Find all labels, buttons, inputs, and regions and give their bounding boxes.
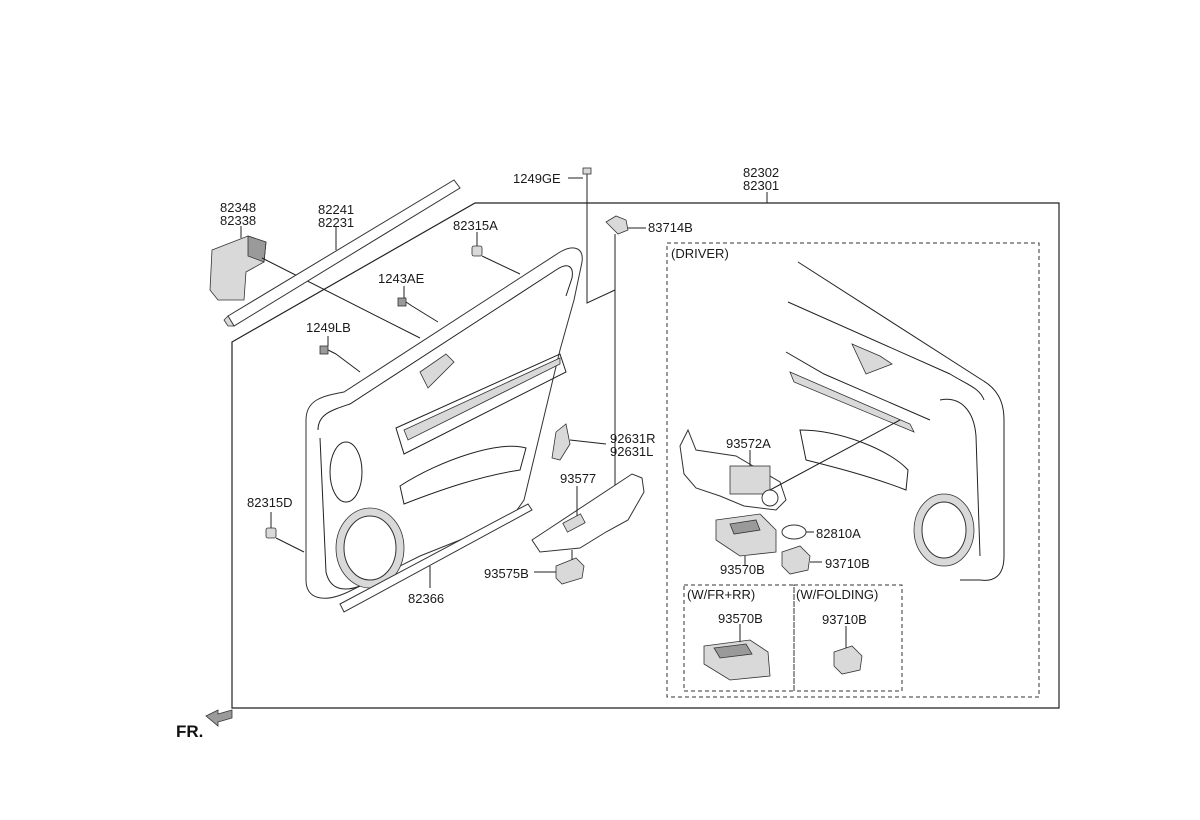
label-83714b: 83714B	[648, 220, 693, 235]
label-82366: 82366	[408, 591, 445, 606]
garnish-92631	[551, 423, 607, 461]
label-93570b-variant: 93570B	[718, 611, 763, 626]
label-82302: 82302	[743, 165, 780, 180]
label-82315a: 82315A	[453, 218, 498, 233]
label-93710b: 93710B	[825, 556, 870, 571]
group-label-driver: (DRIVER)	[671, 246, 729, 261]
switch-93710b-variant	[833, 626, 863, 675]
ring-82810a	[781, 524, 814, 540]
label-1249lb: 1249LB	[306, 320, 351, 335]
bolt-1249ge	[568, 167, 592, 184]
group-label-w-fr-rr: (W/FR+RR)	[687, 587, 756, 602]
leader-82348	[261, 257, 421, 339]
switch-93570b	[715, 513, 777, 566]
switch-93575b	[534, 550, 585, 585]
driver-door-panel	[785, 261, 1005, 581]
switch-panel-93577	[531, 473, 645, 553]
clip-82315d	[265, 512, 305, 553]
label-82348: 82348	[220, 200, 257, 215]
label-93575b: 93575B	[484, 566, 529, 581]
w-folding-group-box	[793, 584, 903, 692]
label-92631l: 92631L	[610, 444, 654, 459]
label-93570b: 93570B	[720, 562, 765, 577]
label-82241: 82241	[318, 202, 355, 217]
garnish-82366	[339, 503, 533, 613]
front-direction-label: FR.	[176, 722, 204, 741]
label-82315d: 82315D	[247, 495, 293, 510]
label-82338: 82338	[220, 213, 257, 228]
clip-82315a	[471, 232, 521, 275]
label-1243ae: 1243AE	[378, 271, 425, 286]
screw-1243ae	[397, 286, 439, 323]
front-direction-arrow	[205, 709, 233, 727]
label-93710b-variant: 93710B	[822, 612, 867, 627]
assembly-boundary	[231, 202, 1060, 709]
weatherstrip-82241	[223, 179, 461, 327]
driver-group-box	[666, 242, 1040, 698]
switch-93710b	[781, 545, 822, 575]
label-82231: 82231	[318, 215, 355, 230]
screw-1249lb	[319, 336, 361, 373]
bracket-82348	[209, 226, 267, 301]
label-82301: 82301	[743, 178, 780, 193]
label-93577: 93577	[560, 471, 597, 486]
leader-1249ge	[586, 184, 616, 304]
clip-83714b	[605, 215, 646, 235]
label-92631r: 92631R	[610, 431, 656, 446]
group-label-w-folding: (W/FOLDING)	[796, 587, 879, 602]
label-82810a: 82810A	[816, 526, 861, 541]
switch-panel-93572a	[679, 419, 901, 511]
label-93572a: 93572A	[726, 436, 771, 451]
switch-93570b-variant	[703, 624, 771, 681]
door-trim-panel	[305, 247, 583, 599]
label-1249ge: 1249GE	[513, 171, 561, 186]
